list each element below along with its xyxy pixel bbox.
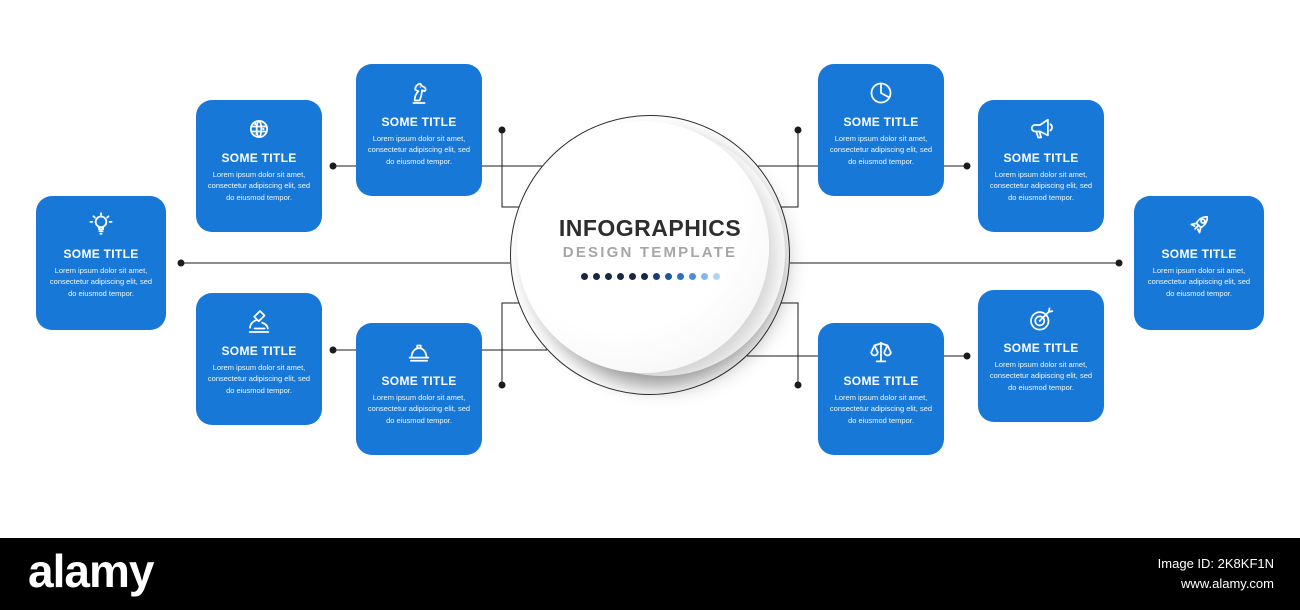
lightbulb-icon <box>86 209 116 241</box>
card-body-text: Lorem ipsum dolor sit amet, consectetur … <box>829 134 933 166</box>
chess-knight-icon <box>404 77 434 109</box>
card-title: SOME TITLE <box>221 344 297 358</box>
card-body-text: Lorem ipsum dolor sit amet, consectetur … <box>367 134 471 166</box>
center-text-block: INFOGRAPHICS DESIGN TEMPLATE <box>511 108 789 386</box>
circle-front-layer <box>517 121 769 373</box>
card-title: SOME TITLE <box>843 374 919 388</box>
card-lightbulb: SOME TITLE Lorem ipsum dolor sit amet, c… <box>36 196 166 330</box>
card-title: SOME TITLE <box>843 115 919 129</box>
pie-chart-icon <box>866 77 896 109</box>
card-target: SOME TITLE Lorem ipsum dolor sit amet, c… <box>978 290 1104 422</box>
card-hard-hat: SOME TITLE Lorem ipsum dolor sit amet, c… <box>356 323 482 455</box>
megaphone-icon <box>1026 113 1056 145</box>
card-body-text: Lorem ipsum dolor sit amet, consectetur … <box>49 266 153 298</box>
card-body-text: Lorem ipsum dolor sit amet, consectetur … <box>207 363 311 395</box>
infographic-title: INFOGRAPHICS <box>558 214 742 241</box>
card-chess-knight: SOME TITLE Lorem ipsum dolor sit amet, c… <box>356 64 482 196</box>
target-icon <box>1026 303 1056 335</box>
image-meta: Image ID: 2K8KF1N www.alamy.com <box>1158 554 1274 594</box>
hard-hat-icon <box>404 336 434 368</box>
image-id: Image ID: 2K8KF1N <box>1157 555 1274 571</box>
alamy-logo: alamy <box>28 545 154 597</box>
alamy-watermark-bar: alamy Image ID: 2K8KF1N www.alamy.com <box>0 538 1300 610</box>
rocket-icon <box>1184 209 1214 241</box>
card-title: SOME TITLE <box>1003 151 1079 165</box>
microscope-icon <box>244 306 274 338</box>
card-pie-chart: SOME TITLE Lorem ipsum dolor sit amet, c… <box>818 64 944 196</box>
card-title: SOME TITLE <box>381 374 457 388</box>
card-megaphone: SOME TITLE Lorem ipsum dolor sit amet, c… <box>978 100 1104 232</box>
card-title: SOME TITLE <box>1161 247 1237 261</box>
alamy-url: www.alamy.com <box>1181 576 1274 591</box>
card-microscope: SOME TITLE Lorem ipsum dolor sit amet, c… <box>196 293 322 425</box>
card-title: SOME TITLE <box>221 151 297 165</box>
card-body-text: Lorem ipsum dolor sit amet, consectetur … <box>1147 266 1251 298</box>
card-body-text: Lorem ipsum dolor sit amet, consectetur … <box>829 393 933 425</box>
card-scales: SOME TITLE Lorem ipsum dolor sit amet, c… <box>818 323 944 455</box>
card-brainstorm: SOME TITLE Lorem ipsum dolor sit amet, c… <box>196 100 322 232</box>
card-body-text: Lorem ipsum dolor sit amet, consectetur … <box>207 170 311 202</box>
decorative-dots <box>580 272 720 280</box>
center-circle: INFOGRAPHICS DESIGN TEMPLATE <box>510 115 790 395</box>
brainstorm-icon <box>244 113 274 145</box>
scales-icon <box>866 336 896 368</box>
card-title: SOME TITLE <box>1003 341 1079 355</box>
card-title: SOME TITLE <box>381 115 457 129</box>
infographic-subtitle: DESIGN TEMPLATE <box>562 243 738 261</box>
card-body-text: Lorem ipsum dolor sit amet, consectetur … <box>367 393 471 425</box>
card-body-text: Lorem ipsum dolor sit amet, consectetur … <box>989 170 1093 202</box>
card-rocket: SOME TITLE Lorem ipsum dolor sit amet, c… <box>1134 196 1264 330</box>
card-title: SOME TITLE <box>63 247 139 261</box>
card-body-text: Lorem ipsum dolor sit amet, consectetur … <box>989 360 1093 392</box>
